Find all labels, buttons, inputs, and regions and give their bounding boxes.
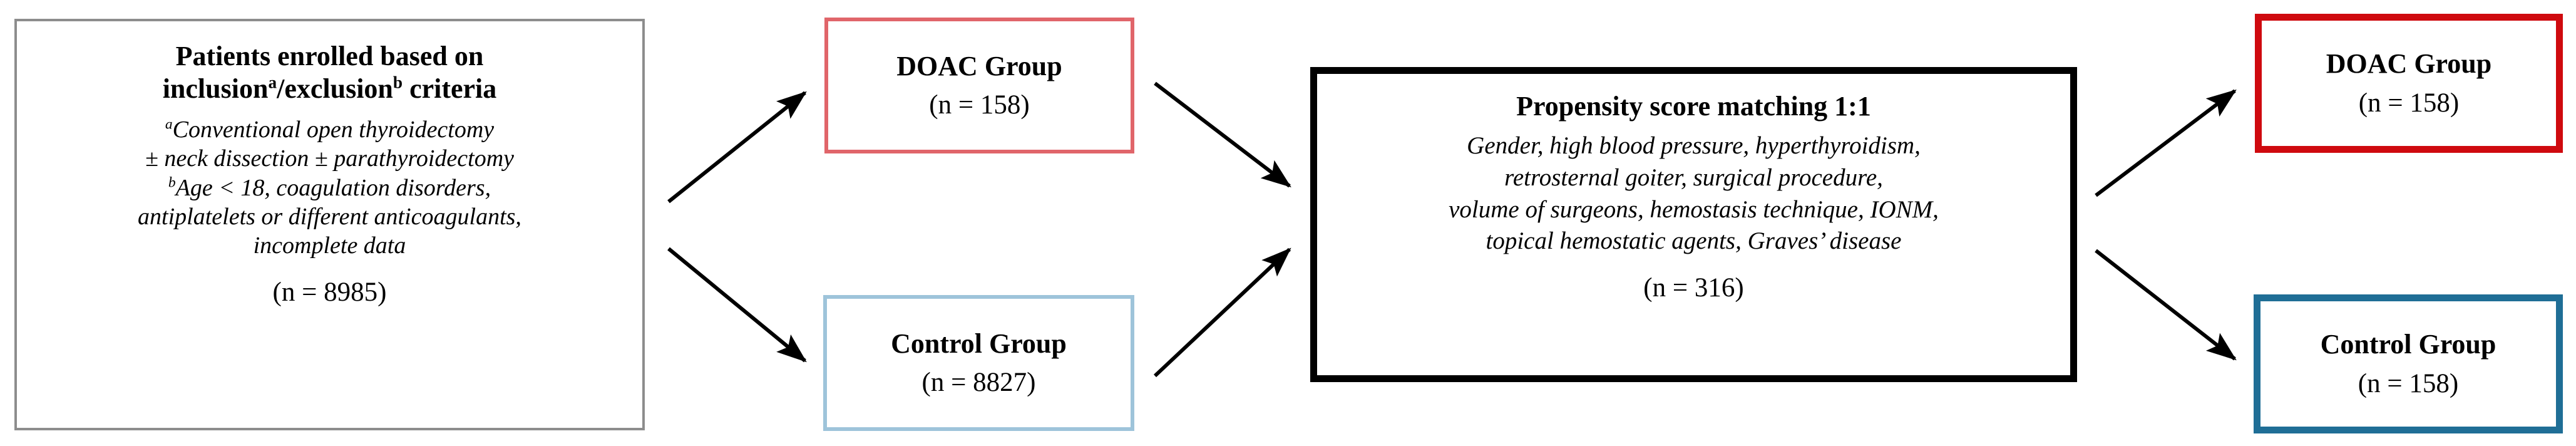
enrollment-exclusion-line1-wrap: bAge < 18, coagulation disorders, <box>138 174 521 202</box>
doac-post-title: DOAC Group <box>2326 48 2492 80</box>
exclusion-marker-b: b <box>168 174 176 190</box>
psm-covariates-line3: volume of surgeons, hemostasis technique… <box>1449 195 1939 223</box>
psm-count: (n = 316) <box>1643 273 1744 303</box>
enrollment-criteria: aConventional open thyroidectomy ± neck … <box>138 115 521 261</box>
psm-covariates-line2: retrosternal goiter, surgical procedure, <box>1504 164 1883 192</box>
node-doac-group-pre: DOAC Group (n = 158) <box>824 18 1134 153</box>
enrollment-exclusion-line2: antiplatelets or different anticoagulant… <box>138 203 521 230</box>
enrollment-exclusion-line3: incomplete data <box>253 232 406 259</box>
enrollment-title: Patients enrolled based on inclusiona/ex… <box>163 40 497 105</box>
enrollment-inclusion-line1-wrap: aConventional open thyroidectomy <box>138 115 521 144</box>
arrow-psm-to-doac-post <box>2095 89 2237 197</box>
control-pre-title: Control Group <box>891 328 1067 359</box>
arrow-enrollment-to-control-pre <box>667 247 807 363</box>
enrollment-inclusion-line2: ± neck dissection ± parathyroidectomy <box>145 145 515 172</box>
control-post-count: (n = 158) <box>2358 368 2459 398</box>
enrollment-exclusion-line1: Age < 18, coagulation disorders, <box>175 174 491 201</box>
doac-pre-title: DOAC Group <box>896 50 1062 81</box>
arrow-doac-pre-to-psm <box>1154 81 1291 188</box>
psm-covariates-line1: Gender, high blood pressure, hyperthyroi… <box>1467 132 1921 160</box>
arrow-control-pre-to-psm <box>1153 247 1291 378</box>
enrollment-inclusion-line1: Conventional open thyroidectomy <box>172 116 495 143</box>
doac-post-count: (n = 158) <box>2358 88 2460 118</box>
node-control-group-pre: Control Group (n = 8827) <box>823 295 1134 431</box>
doac-pre-count: (n = 158) <box>929 90 1030 120</box>
enrollment-count: (n = 8985) <box>272 277 387 307</box>
enrollment-sup-b: b <box>393 73 403 92</box>
node-control-group-post: Control Group (n = 158) <box>2254 294 2563 433</box>
psm-title: Propensity score matching 1:1 <box>1516 91 1871 122</box>
enrollment-sup-a: a <box>268 73 277 92</box>
control-pre-count: (n = 8827) <box>921 368 1036 398</box>
psm-covariates: Gender, high blood pressure, hyperthyroi… <box>1449 130 1939 257</box>
node-enrollment: Patients enrolled based on inclusiona/ex… <box>14 19 645 430</box>
enrollment-title-line2-pre: inclusion <box>162 73 269 104</box>
inclusion-marker-a: a <box>165 116 173 133</box>
arrow-enrollment-to-doac-pre <box>667 91 807 204</box>
arrow-psm-to-control-post <box>2095 249 2237 361</box>
enrollment-title-line2-mid: /exclusion <box>277 73 393 104</box>
control-post-title: Control Group <box>2320 329 2496 360</box>
psm-covariates-line4: topical hemostatic agents, Graves’ disea… <box>1486 227 1902 255</box>
node-doac-group-post: DOAC Group (n = 158) <box>2255 14 2563 153</box>
enrollment-title-line1: Patients enrolled based on <box>175 41 484 71</box>
enrollment-title-line2-post: criteria <box>403 73 497 104</box>
node-propensity-score-matching: Propensity score matching 1:1 Gender, hi… <box>1310 67 2077 382</box>
